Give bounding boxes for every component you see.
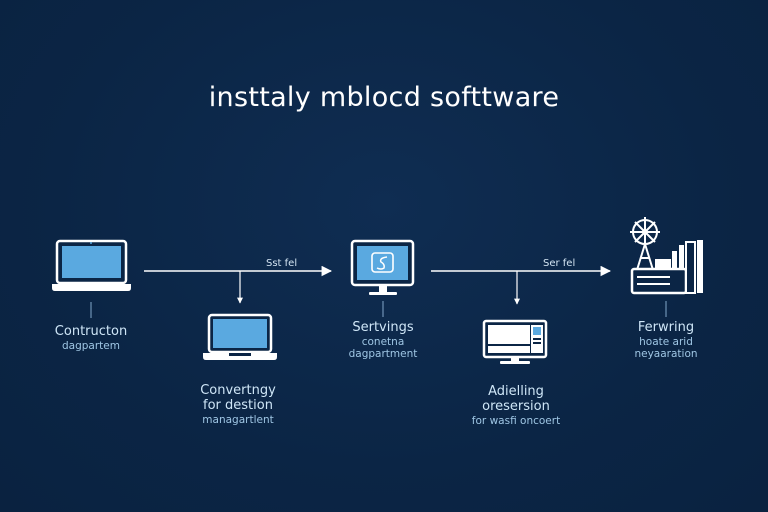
node-subtitle-line2: dagpartment [348, 348, 418, 360]
server-tower-icon [630, 217, 703, 295]
node-title: Sertvings [352, 320, 414, 335]
node-label-2: Convertngy for destion managartlent [168, 383, 308, 426]
node-title: Convertngy [200, 383, 276, 398]
node-subtitle-line1: hoate arid [639, 335, 693, 348]
node-title: Ferwring [637, 320, 695, 335]
laptop-icon [203, 313, 277, 360]
node-title-line2: oresersion [482, 398, 550, 414]
laptop-icon [52, 239, 131, 291]
node-label-3: Sertvings conetna dagpartment [323, 320, 443, 360]
desktop-computer-icon [482, 319, 548, 364]
node-title: Contructon [54, 324, 128, 339]
node-title-line2: for destion [203, 397, 273, 413]
node-subtitle: for wasfi oncoert [471, 414, 561, 427]
node-label-1: Contructon dagpartem [31, 324, 151, 352]
node-subtitle-line2: neyaaration [634, 348, 698, 360]
monitor-icon [350, 239, 415, 295]
node-subtitle: managartlent [202, 413, 274, 426]
node-label-4: Adielling oresersion for wasfi oncoert [446, 384, 586, 427]
node-subtitle-line1: conetna [361, 335, 405, 348]
arrow-label-1: Sst fel [266, 258, 298, 269]
node-subtitle: dagpartem [62, 339, 120, 352]
diagram-title: insttaly mblocd softtware [208, 82, 560, 113]
node-label-5: Ferwring hoate arid neyaaration [606, 320, 726, 360]
arrow-label-2: Ser fel [543, 258, 576, 269]
node-title: Adielling [488, 384, 544, 399]
